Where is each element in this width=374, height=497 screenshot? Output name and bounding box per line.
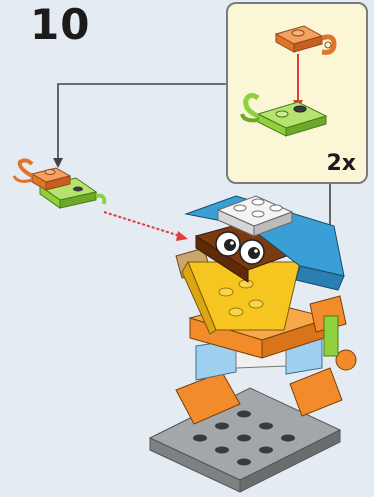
quantity-multiplier: 2x [326,151,357,176]
subassembly-callout: 2x [226,2,368,184]
callout-parts-illustration [240,25,337,137]
callout-connector-arrow-left [53,83,226,168]
owl-model-icon [148,195,357,493]
assembled-clip-plate-icon [12,158,107,209]
green-clip-plate-icon [240,92,328,137]
step-number: 10 [30,0,91,49]
red-placement-arrow-icon [103,211,188,241]
orange-clip-plate-icon [274,25,337,55]
eye-icon [215,231,265,265]
